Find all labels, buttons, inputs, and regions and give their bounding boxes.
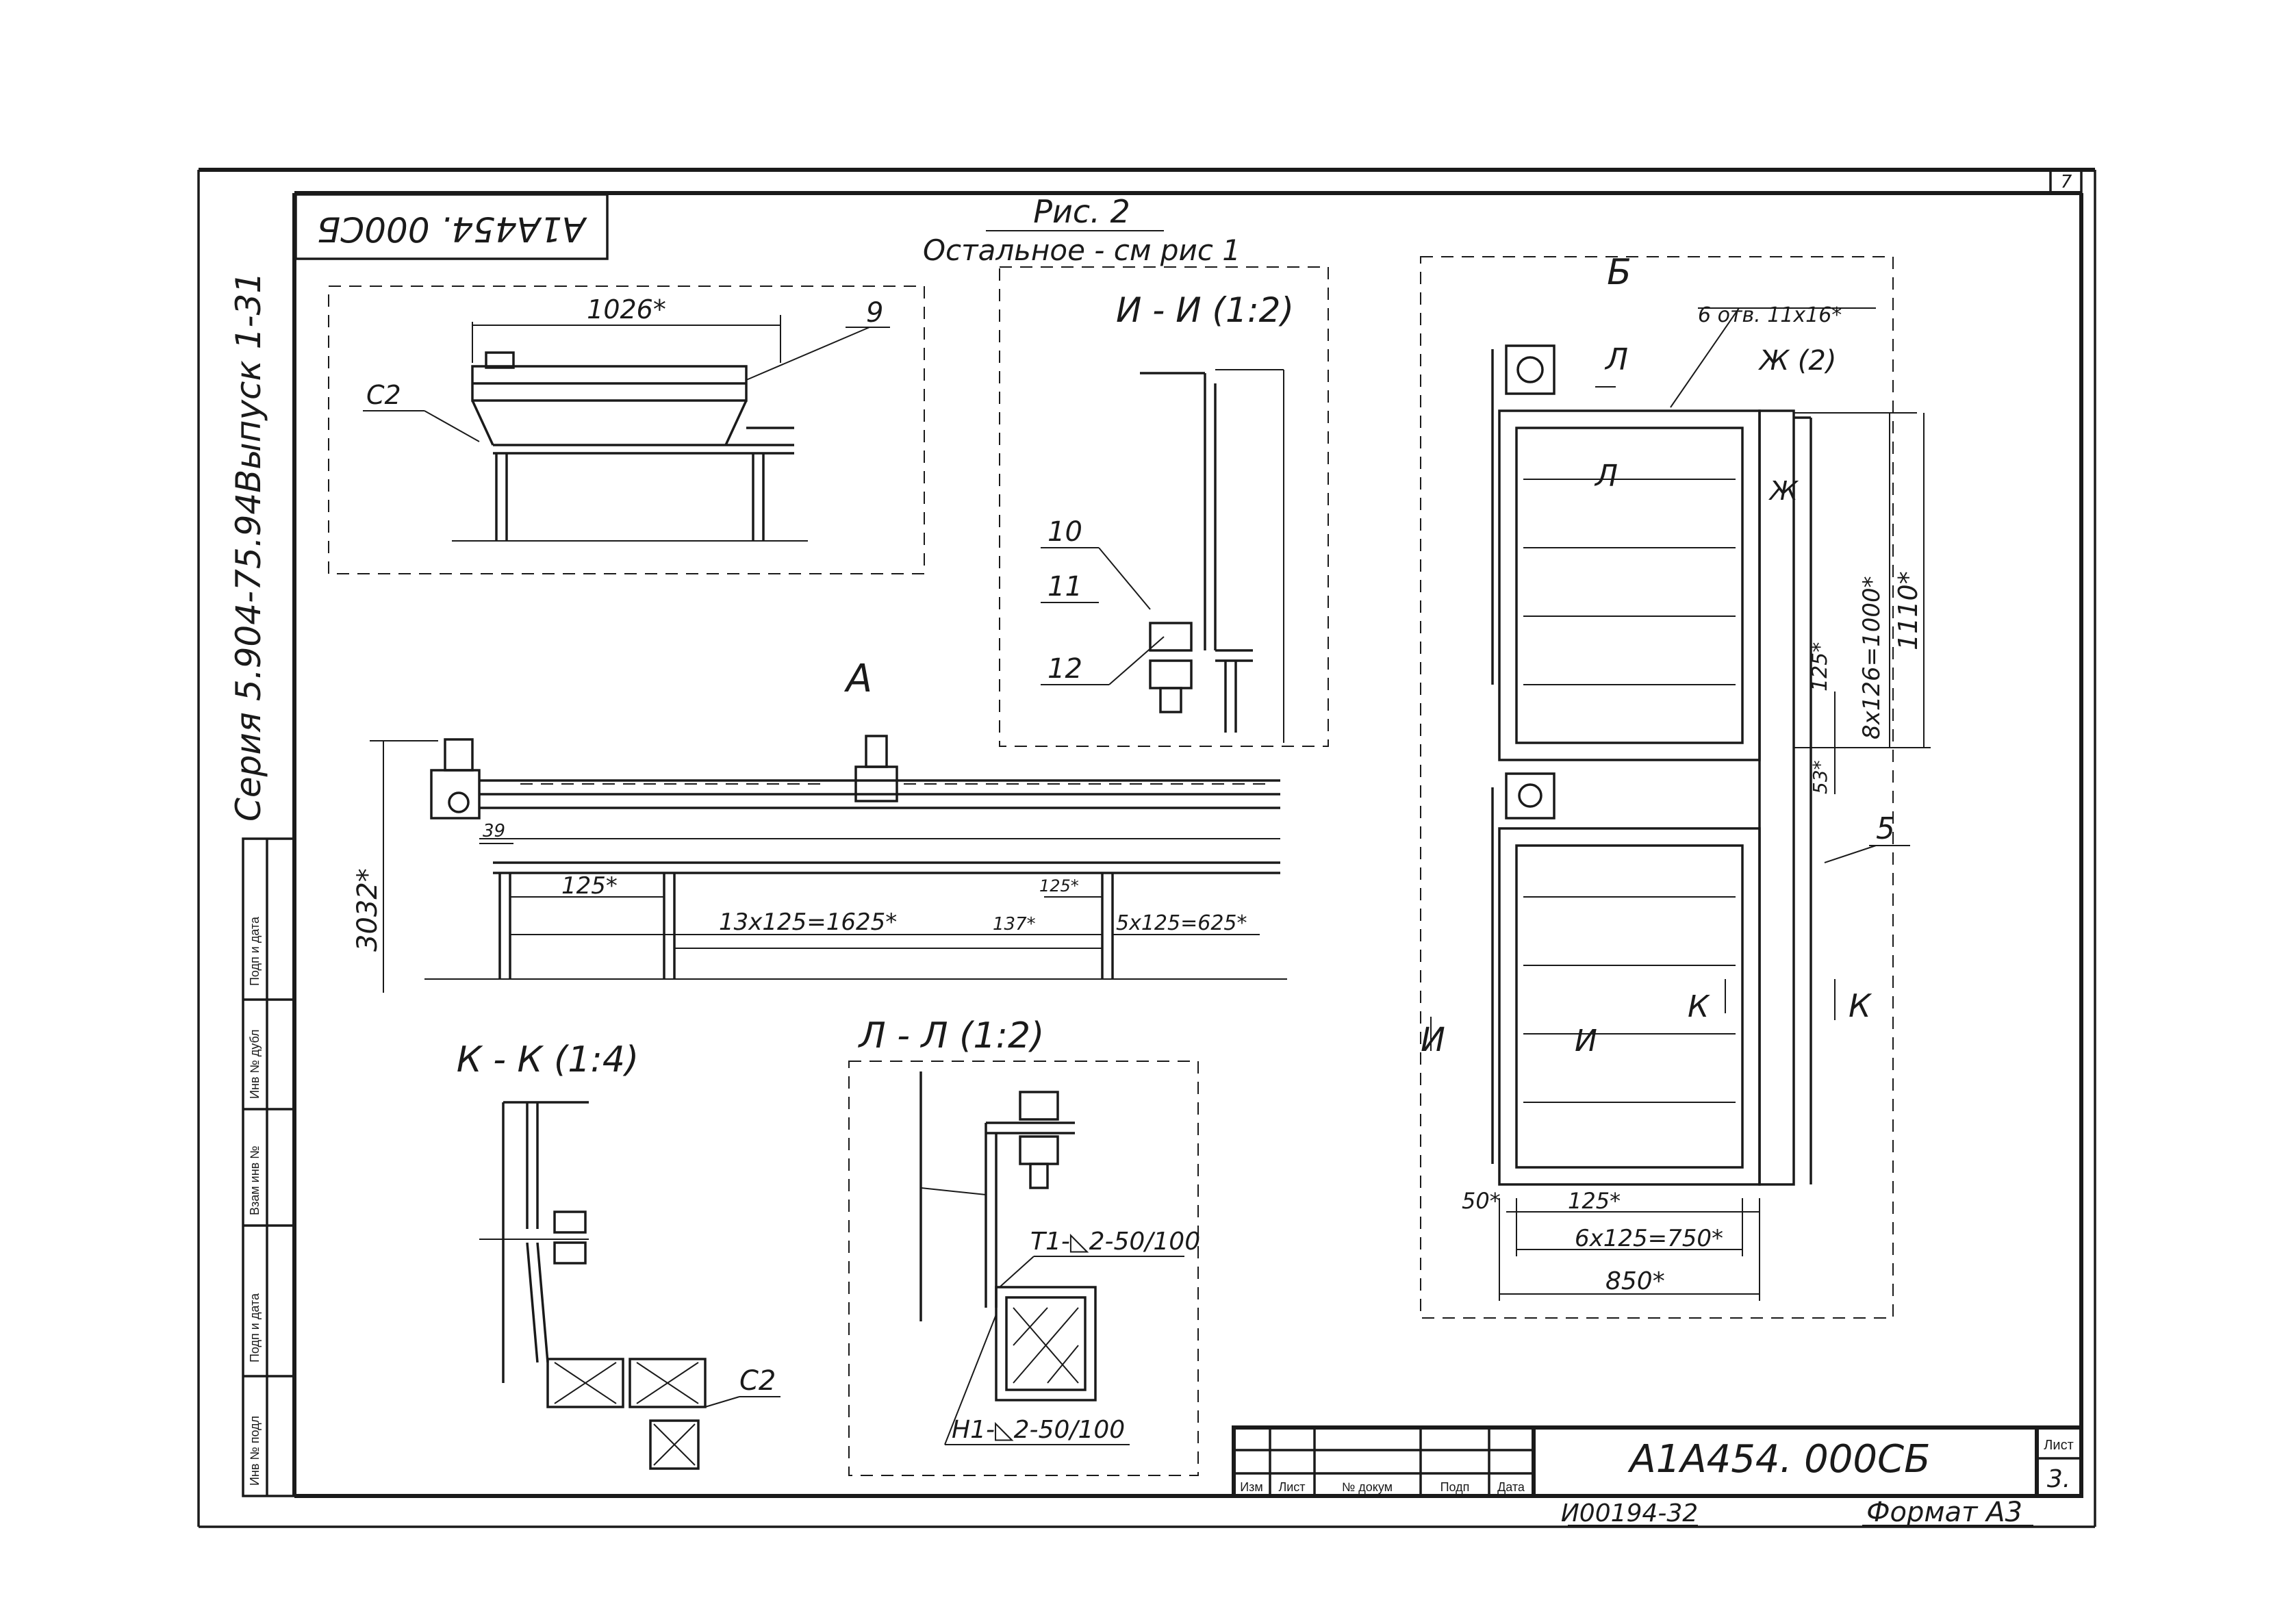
strip-label-3: Взам инв №: [248, 1145, 262, 1215]
dim-53: 53*: [1809, 760, 1831, 794]
issue-label: Выпуск 1-31: [229, 272, 268, 493]
section-kk: [479, 1101, 780, 1470]
mark-k-right: К: [1849, 987, 1872, 1024]
view-a-title: А: [844, 657, 872, 701]
mark-i-left: И: [1421, 1021, 1445, 1059]
tb-sheet-value: 3.: [2047, 1465, 2070, 1493]
section-ll: [848, 1061, 1199, 1476]
figure-note: Остальное - см рис 1: [923, 233, 1241, 267]
mark-i-inner: И: [1575, 1024, 1597, 1058]
figure-title: Рис. 2: [1033, 193, 1130, 230]
weld-top: Т1-◺2-50/100: [1030, 1228, 1200, 1256]
series-label: Серия 5.904-75.94: [229, 493, 268, 822]
dim-125-b: 125*: [1808, 642, 1832, 692]
strip-label-2: Подп и дата: [248, 1293, 262, 1362]
tb-col-sign: Подп: [1440, 1480, 1470, 1494]
footer-code: И00194-32: [1561, 1499, 1698, 1527]
dim-125-small: 125*: [1039, 876, 1079, 896]
footer-format: Формат А3: [1866, 1497, 2022, 1528]
dim-5x125: 5х125=625*: [1116, 911, 1247, 935]
mark-l-top: Л: [1604, 342, 1628, 377]
tb-col-list: Лист: [1278, 1480, 1305, 1494]
strip-label-5: Подп и дата: [248, 916, 262, 986]
view-b-title: Б: [1607, 252, 1631, 293]
dim-1110: 1110*: [1893, 571, 1923, 650]
dim-height-a: 3032*: [352, 868, 383, 952]
mark-zh-inner: Ж: [1768, 476, 1799, 506]
dim-13x125: 13х125=1625*: [719, 909, 897, 936]
section-ii: [999, 266, 1329, 747]
dim-50: 50*: [1462, 1188, 1501, 1214]
view-b: [1420, 256, 1931, 1319]
holes-note: 6 отв. 11х16*: [1698, 303, 1842, 327]
dim-6x125: 6х125=750*: [1575, 1225, 1723, 1252]
dim-137: 137*: [993, 914, 1036, 935]
tb-col-izm: Изм: [1240, 1480, 1263, 1494]
section-ll-title: Л - Л (1:2): [858, 1015, 1045, 1056]
label-5: 5: [1876, 811, 1895, 846]
dim-850: 850*: [1605, 1267, 1665, 1295]
mark-k-inner: К: [1688, 989, 1710, 1024]
label-11: 11: [1047, 571, 1082, 602]
tb-designation: А1А454. 000СБ: [1627, 1437, 1930, 1482]
rotated-code-box: А1А454. 000СБ: [294, 193, 609, 260]
rotated-designation: А1А454. 000СБ: [317, 210, 587, 249]
mark-l-inner: Л: [1594, 459, 1618, 494]
label-9: 9: [866, 297, 883, 329]
mark-zh: Ж (2): [1757, 345, 1836, 377]
dim-125-bottom: 125*: [1568, 1188, 1621, 1214]
label-10: 10: [1047, 516, 1082, 548]
top-elevation-view: [328, 286, 925, 574]
strip-label-1: Инв № подл: [248, 1416, 262, 1486]
tb-col-doc: № докум: [1342, 1480, 1393, 1494]
strip-label-4: Инв № дубл: [248, 1030, 262, 1099]
dim-39: 39: [483, 821, 505, 841]
section-ii-title: И - И (1:2): [1116, 290, 1294, 330]
corner-sheet-number: 7: [2061, 172, 2072, 192]
view-a: [370, 735, 1287, 993]
weld-bottom: Н1-◺2-50/100: [952, 1416, 1125, 1444]
label-c2-kk: С2: [739, 1365, 776, 1397]
side-strip: [242, 837, 296, 1497]
dim-length-top: 1026*: [587, 294, 666, 325]
section-kk-title: К - К (1:4): [457, 1039, 639, 1080]
label-12: 12: [1047, 653, 1082, 685]
title-block: [1232, 1425, 2083, 1498]
dim-8x125: 8х126=1000*: [1858, 576, 1885, 739]
label-c2-top: С2: [366, 380, 401, 410]
tb-col-date: Дата: [1497, 1480, 1525, 1494]
tb-sheet-label: Лист: [2044, 1438, 2073, 1453]
dim-125-a: 125*: [561, 872, 618, 900]
